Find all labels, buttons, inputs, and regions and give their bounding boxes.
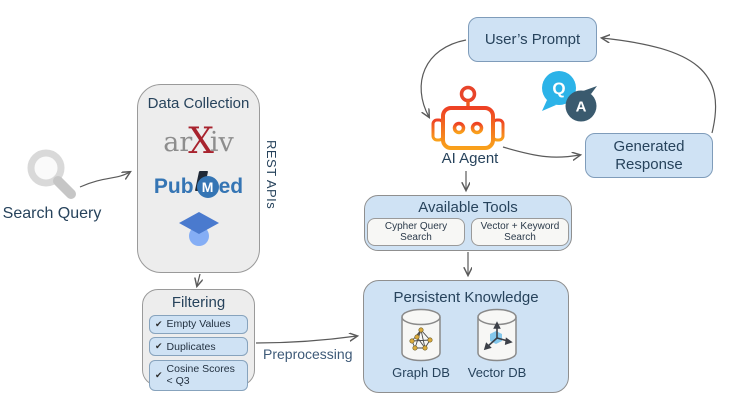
arrow-filtering-to-knowledge <box>255 336 357 344</box>
pubmed-pre: Pub <box>153 175 194 199</box>
arrow-response-to-prompt <box>602 38 717 134</box>
vector-db-label: Vector DB <box>467 365 527 380</box>
google-scholar-icon <box>178 211 219 246</box>
users-prompt-label: User’s Prompt <box>484 30 581 48</box>
filter-item-label: Empty Values <box>166 318 231 330</box>
checkmark-icon: ✔ <box>155 369 163 380</box>
available-tools-box: Available Tools Cypher Query Search Vect… <box>364 195 572 251</box>
checkmark-icon: ✔ <box>155 318 163 329</box>
rest-apis-label: REST APIs <box>264 140 279 210</box>
arrow-collection-to-filtering <box>197 273 200 286</box>
checkmark-icon: ✔ <box>155 341 163 351</box>
pubmed-post: ed <box>218 175 244 199</box>
preprocessing-label: Preprocessing <box>263 346 353 362</box>
q-bubble-icon: Q <box>542 71 576 111</box>
tool-label: Cypher Query Search <box>384 220 448 244</box>
arxiv-post: iv <box>209 127 234 159</box>
generated-response-box: Generated Response <box>585 133 713 178</box>
filter-item-label: Duplicates <box>166 340 216 353</box>
filtering-box: Filtering ✔ Empty Values ✔ Duplicates ✔ … <box>142 289 255 391</box>
users-prompt-box: User’s Prompt <box>468 17 597 62</box>
filter-item-duplicates: ✔ Duplicates <box>149 337 248 356</box>
arxiv-pre: ar <box>163 127 193 159</box>
filter-item-empty-values: ✔ Empty Values <box>149 314 248 334</box>
search-query-label: Search Query <box>2 205 102 222</box>
tool-label: Vector + Keyword Search <box>480 220 560 244</box>
pubmed-logo: Pub M ed <box>138 170 259 199</box>
arxiv-x: X <box>188 120 214 162</box>
qa-chat-icon: Q A <box>542 71 597 122</box>
available-tools-title: Available Tools <box>418 199 518 216</box>
svg-text:Q: Q <box>552 79 565 98</box>
pubmed-book-icon: M <box>194 170 219 199</box>
graph-db-label: Graph DB <box>392 365 450 380</box>
tool-vector-keyword-search: Vector + Keyword Search <box>471 218 569 246</box>
persistent-knowledge-title: Persistent Knowledge <box>393 289 539 306</box>
search-icon <box>27 149 76 199</box>
graph-db-icon <box>401 308 441 362</box>
filter-item-cosine-scores: ✔ Cosine Scores < Q3 <box>149 359 248 391</box>
tool-cypher-query-search: Cypher Query Search <box>367 218 465 246</box>
svg-text:A: A <box>576 99 587 116</box>
a-bubble-icon: A <box>565 86 597 122</box>
persistent-knowledge-box: Persistent Knowledge <box>363 280 569 393</box>
ai-agent-label: AI Agent <box>441 150 499 167</box>
generated-response-label: Generated Response <box>613 138 685 173</box>
robot-icon <box>431 85 505 150</box>
pubmed-m: M <box>196 175 219 198</box>
data-collection-title: Data Collection <box>147 95 250 112</box>
filter-item-label: Cosine Scores < Q3 <box>166 363 235 387</box>
filtering-title: Filtering <box>171 294 226 311</box>
vector-db-icon <box>477 308 517 362</box>
